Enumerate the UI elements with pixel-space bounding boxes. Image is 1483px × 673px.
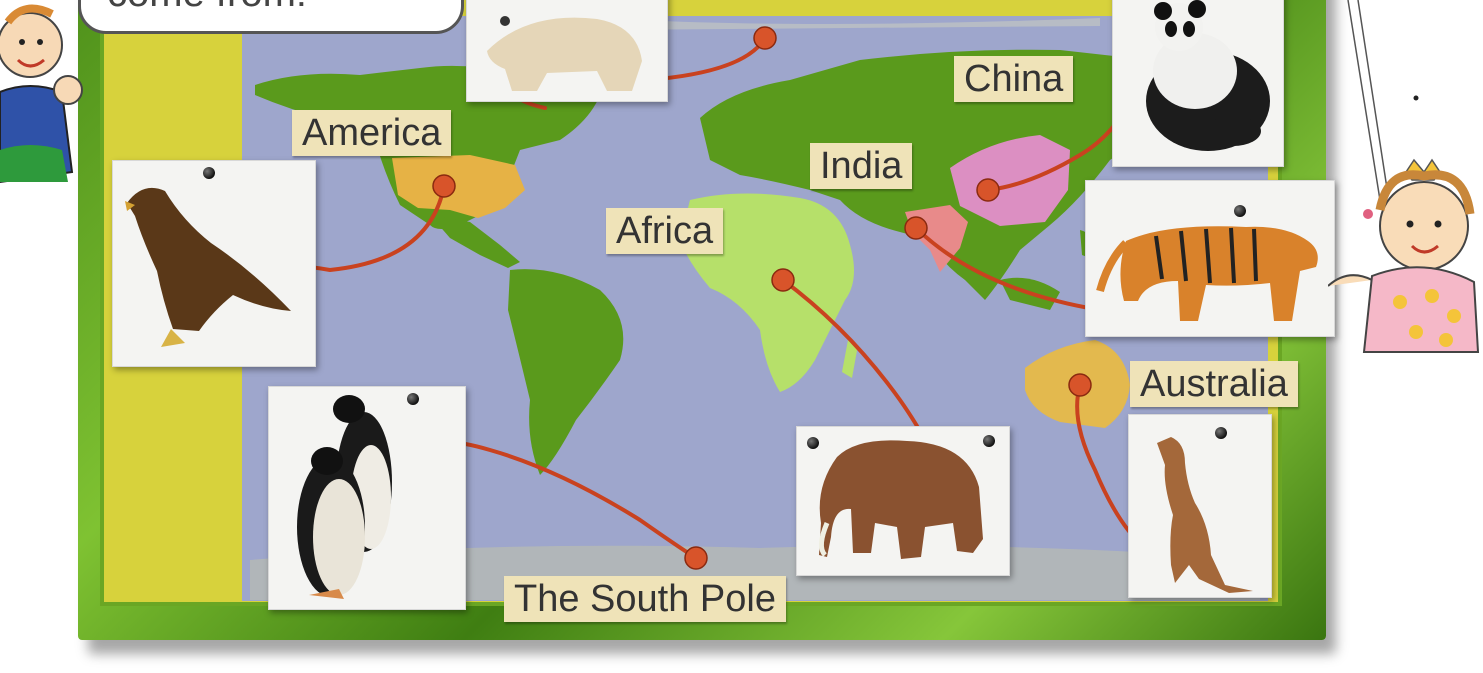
south-america-shape bbox=[508, 269, 624, 475]
pin-america bbox=[432, 174, 456, 198]
central-america-shape bbox=[430, 215, 520, 268]
pushpin bbox=[1215, 427, 1227, 439]
cartoon-girl bbox=[1328, 0, 1480, 353]
usa-shape bbox=[392, 155, 525, 218]
pushpin bbox=[807, 437, 819, 449]
penguins-image bbox=[297, 395, 392, 599]
label-india: India bbox=[810, 143, 913, 189]
label-africa: Africa bbox=[606, 208, 724, 254]
eurasia-shape bbox=[700, 49, 1154, 300]
pushpin bbox=[983, 435, 995, 447]
cartoon-boy bbox=[0, 4, 83, 184]
pin-africa bbox=[771, 268, 795, 292]
pin-polar-bear bbox=[753, 26, 777, 50]
pushpin bbox=[203, 167, 215, 179]
polar-bear-photo bbox=[466, 0, 668, 102]
label-america: America bbox=[292, 110, 452, 156]
eagle-image bbox=[125, 187, 291, 347]
label-china: China bbox=[954, 56, 1074, 102]
elephant-photo bbox=[796, 426, 1010, 576]
penguins-photo bbox=[268, 386, 466, 610]
pushpin bbox=[1234, 205, 1246, 217]
pin-south-pole bbox=[684, 546, 708, 570]
elephant-image bbox=[819, 440, 983, 559]
panda-photo bbox=[1112, 0, 1284, 167]
pin-australia bbox=[1068, 373, 1092, 397]
pin-china bbox=[976, 178, 1000, 202]
eagle-photo bbox=[112, 160, 316, 367]
tiger-photo bbox=[1085, 180, 1335, 337]
polar-bear-image bbox=[487, 16, 642, 91]
pushpin bbox=[407, 393, 419, 405]
pin-india bbox=[904, 216, 928, 240]
china-shape bbox=[950, 135, 1070, 226]
speech-bubble: come from! bbox=[78, 0, 464, 34]
kangaroo-photo bbox=[1128, 414, 1272, 598]
tiger-image bbox=[1096, 226, 1318, 321]
speech-bubble-text: come from! bbox=[107, 0, 307, 15]
africa-shape bbox=[680, 193, 854, 392]
label-south-pole: The South Pole bbox=[504, 576, 786, 622]
panda-image bbox=[1146, 0, 1270, 151]
kangaroo-image bbox=[1157, 437, 1253, 593]
label-australia: Australia bbox=[1130, 361, 1298, 407]
